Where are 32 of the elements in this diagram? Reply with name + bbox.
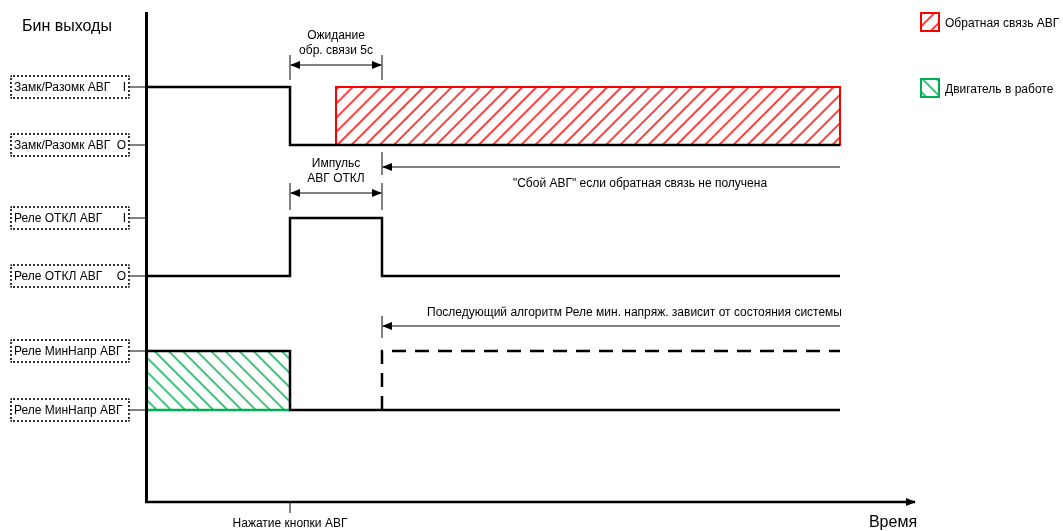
connector-line	[129, 86, 146, 88]
signal-label-box	[10, 206, 130, 230]
annotation-text: Ожидание обр. связи 5с	[298, 28, 374, 58]
signal-name: Замк/Разомк АВГ	[14, 137, 111, 154]
connector-line	[129, 275, 146, 277]
connector-line	[129, 350, 146, 352]
connector-line	[129, 217, 146, 219]
signal-label-box	[10, 398, 130, 422]
annotation-text: Импульс АВГ ОТКЛ	[306, 156, 366, 186]
signal-state: O	[116, 137, 126, 154]
signal-name: Реле ОТКЛ АВГ	[14, 268, 103, 285]
signal-state: I	[122, 210, 126, 227]
signal-label-box	[10, 75, 130, 99]
connector-line	[129, 144, 146, 146]
signal-name: Реле ОТКЛ АВГ	[14, 210, 103, 227]
signal-state: O	[116, 268, 126, 285]
legend-label: Обратная связь АВГ	[945, 15, 1060, 32]
signal-label-box	[10, 339, 130, 363]
signal-state: I	[122, 79, 126, 96]
annotation-text: Нажатие кнопки АВГ	[231, 515, 349, 531]
annotation-text: "Сбой АВГ" если обратная связь не получена	[511, 175, 769, 192]
connector-line	[129, 409, 146, 411]
signal-name: Реле МинНапр АВГ	[14, 402, 123, 419]
y-axis-bar	[145, 12, 148, 503]
signal-name: Реле МинНапр АВГ	[14, 343, 123, 360]
legend-label: Двигатель в работе	[945, 81, 1054, 98]
signal-label-box	[10, 133, 130, 157]
signal-name: Замк/Разомк АВГ	[14, 79, 111, 96]
axis-label: Время	[867, 512, 919, 531]
signal-label-box	[10, 264, 130, 288]
axis-title: Бин выходы	[22, 16, 113, 36]
annotation-text: Последующий алгоритм Реле мин. напряж. зависит от состояния системы	[426, 304, 842, 321]
